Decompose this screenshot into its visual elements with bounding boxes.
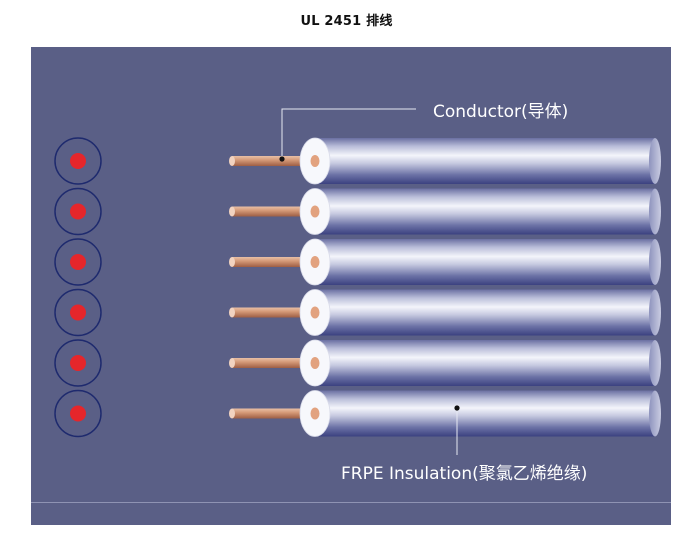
jacket-end-cap <box>649 289 661 336</box>
insulation-ring <box>54 288 102 337</box>
conductor-tip <box>229 408 235 419</box>
wire-cross-section <box>54 389 102 438</box>
wire-cross-section <box>54 288 102 337</box>
insulation-jacket <box>315 340 655 386</box>
conductor-face <box>310 205 320 218</box>
conductor-tip <box>229 358 235 368</box>
page-title: UL 2451 排线 <box>300 14 393 29</box>
wire <box>229 137 661 185</box>
wire <box>229 238 661 286</box>
insulation-jacket <box>315 390 655 437</box>
conductor-face <box>310 407 320 420</box>
conductor-tip <box>229 307 235 318</box>
conductor-face <box>310 155 320 167</box>
conductor-tip <box>229 206 235 217</box>
wire-cross-section <box>54 187 102 236</box>
copper-conductor <box>232 257 318 267</box>
wire-cross-section <box>54 238 102 286</box>
conductor-face <box>310 256 320 268</box>
copper-conductor <box>232 206 318 217</box>
conductor-leader-line <box>281 108 416 161</box>
wire-stack <box>229 137 661 437</box>
wire <box>229 289 661 336</box>
conductor-core <box>70 405 86 422</box>
conductor-face <box>310 306 320 319</box>
insulation-ring <box>54 339 102 387</box>
conductor-label: Conductor(导体) <box>433 102 569 122</box>
conductor-core <box>70 355 86 371</box>
wire-cross-section <box>54 137 102 185</box>
jacket-end-cap <box>649 340 661 386</box>
jacket-end-cap <box>649 239 661 285</box>
insulation-ring <box>54 389 102 438</box>
insulation-jacket <box>315 138 655 184</box>
copper-conductor <box>232 358 318 368</box>
conductor-core <box>70 203 86 220</box>
insulation-pointer-dot <box>454 405 460 411</box>
conductor-tip <box>229 257 235 267</box>
copper-conductor <box>232 307 318 318</box>
conductor-core <box>70 153 86 169</box>
wire-cross-section <box>54 339 102 387</box>
insulation-label: FRPE Insulation(聚氯乙烯绝缘) <box>341 464 588 484</box>
insulation-jacket <box>315 289 655 336</box>
insulation-jacket <box>315 239 655 285</box>
conductor-pointer-dot <box>279 156 285 162</box>
conductor-core <box>70 254 86 270</box>
wire <box>229 390 661 437</box>
conductor-core <box>70 304 86 321</box>
cable-diagram-panel: Conductor(导体) FRPE Insulation(聚氯乙烯绝缘) <box>31 47 671 525</box>
conductor-face <box>310 357 320 369</box>
copper-conductor <box>232 156 318 166</box>
jacket-end-cap <box>649 138 661 184</box>
copper-conductor <box>232 408 318 419</box>
jacket-end-cap <box>649 188 661 235</box>
conductor-tip <box>229 156 235 166</box>
insulation-ring <box>54 238 102 286</box>
cable-diagram <box>54 108 661 455</box>
insulation-jacket <box>315 188 655 235</box>
wire <box>229 339 661 387</box>
cross-section-column <box>54 137 102 438</box>
wire <box>229 188 661 235</box>
insulation-ring <box>54 187 102 236</box>
jacket-end-cap <box>649 390 661 437</box>
insulation-ring <box>54 137 102 185</box>
callout-lines <box>279 108 460 455</box>
panel-baseline <box>31 502 671 503</box>
